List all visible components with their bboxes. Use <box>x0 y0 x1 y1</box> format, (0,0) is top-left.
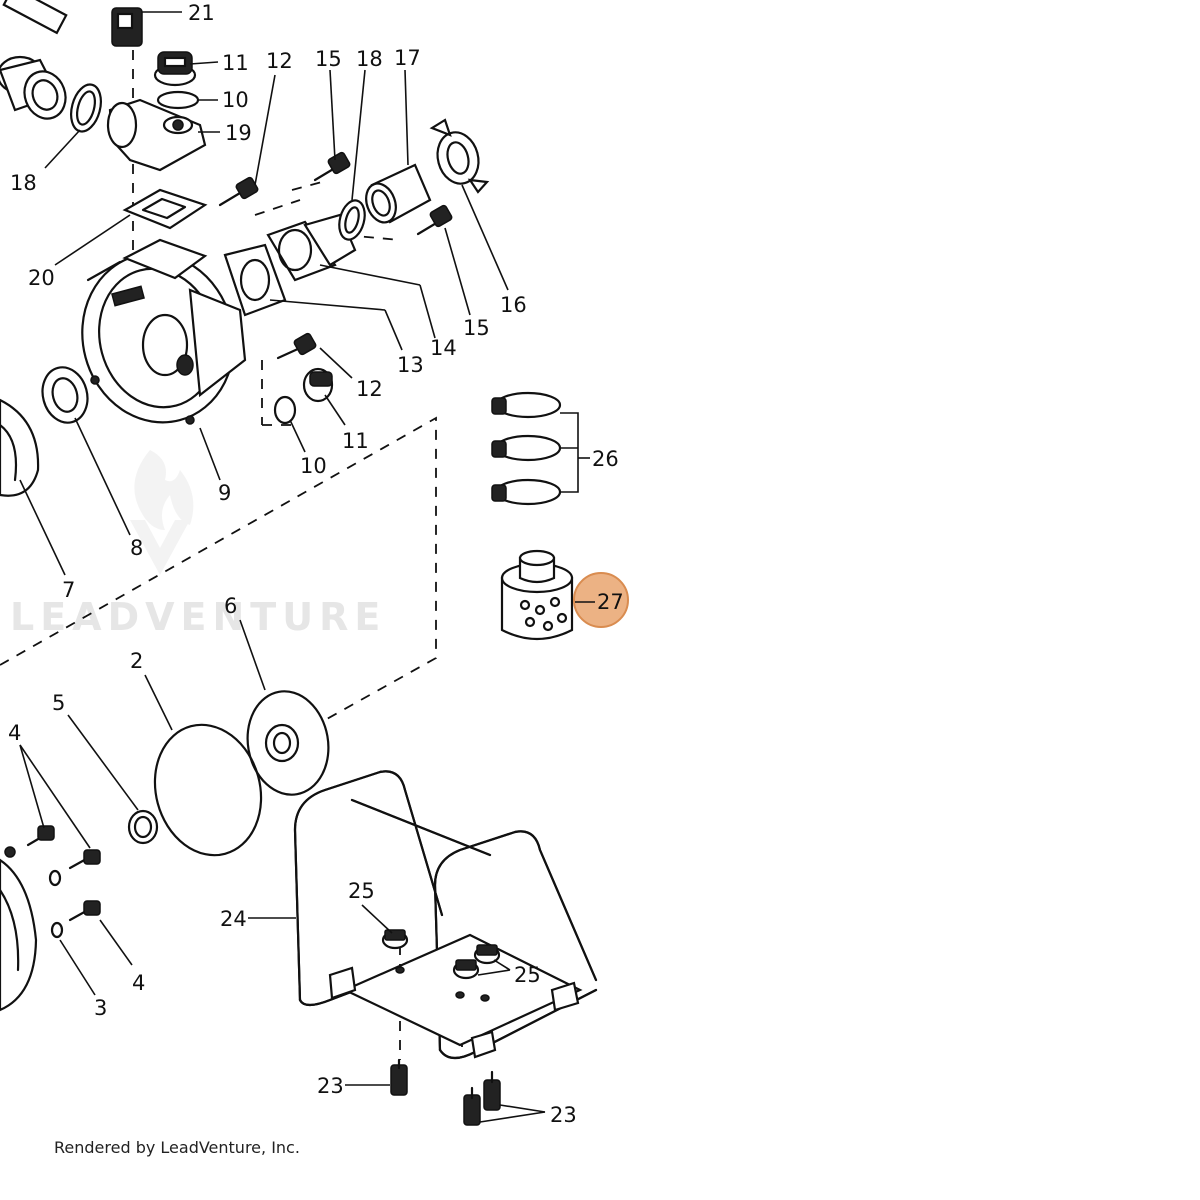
washer-3 <box>48 869 64 939</box>
credit-text: Rendered by LeadVenture, Inc. <box>54 1138 300 1157</box>
drain-plug-5 <box>127 809 159 845</box>
callout-20: 20 <box>28 266 55 290</box>
callout-23-left: 23 <box>317 1074 344 1098</box>
gasket-20 <box>122 188 208 230</box>
callout-10-top: 10 <box>222 88 249 112</box>
callout-24: 24 <box>220 907 247 931</box>
callout-25-left: 25 <box>348 879 375 903</box>
wing-nut-16 <box>429 118 490 194</box>
callout-19: 19 <box>225 121 252 145</box>
bolt-4-c <box>68 900 101 922</box>
callout-14: 14 <box>430 336 457 360</box>
callout-15-top: 15 <box>315 47 342 71</box>
pump-cover <box>0 846 38 1012</box>
callout-12-mid: 12 <box>356 377 383 401</box>
watermark-text: LEADVENTURE <box>10 595 386 639</box>
callout-11-top: 11 <box>222 51 249 75</box>
impeller-6 <box>246 690 330 796</box>
nuts-25 <box>381 929 501 1002</box>
callout-17: 17 <box>394 46 421 70</box>
bolt-15-bottom <box>416 204 453 236</box>
gasket-ring-18-right <box>338 199 366 241</box>
oring-10-mid <box>273 395 297 425</box>
callout-18-left: 18 <box>10 171 37 195</box>
gasket-ring-18-left <box>70 83 102 133</box>
fitting-21 <box>111 7 143 47</box>
callout-10-mid: 10 <box>300 454 327 478</box>
callout-27: 27 <box>597 590 624 614</box>
callout-labels: 21 11 10 19 12 15 18 17 16 18 20 15 14 1… <box>8 1 624 1127</box>
alignment-lines <box>0 12 463 1060</box>
callout-3: 3 <box>94 996 107 1020</box>
callout-11-mid: 11 <box>342 429 369 453</box>
callout-5: 5 <box>52 691 65 715</box>
callout-15-bottom: 15 <box>463 316 490 340</box>
highlight-marker[interactable] <box>573 572 629 628</box>
bolt-4-a <box>26 825 55 847</box>
callout-4-top: 4 <box>8 721 21 745</box>
shaft-part <box>2 0 68 35</box>
callout-23-right: 23 <box>550 1103 577 1127</box>
frame-24 <box>293 770 598 1060</box>
gasket-13 <box>223 243 287 317</box>
callout-18-top: 18 <box>356 47 383 71</box>
leader-lines <box>19 11 595 1123</box>
bolt-12-top <box>218 176 259 207</box>
watermark-logo <box>130 450 194 575</box>
callout-7: 7 <box>62 578 75 602</box>
impeller-housing-7 <box>0 398 40 497</box>
callout-4-bottom: 4 <box>132 971 145 995</box>
callout-13: 13 <box>397 353 424 377</box>
bolt-12-mid <box>276 332 317 360</box>
hose-clamps-26 <box>491 391 562 506</box>
pump-housing-9 <box>81 238 247 425</box>
bolts-23 <box>390 1058 501 1126</box>
callout-16: 16 <box>500 293 527 317</box>
callout-12-top: 12 <box>266 49 293 73</box>
seal-8 <box>41 366 89 424</box>
bolt-4-b <box>68 849 101 870</box>
callout-26: 26 <box>592 447 619 471</box>
callout-2: 2 <box>130 649 143 673</box>
plug-11-mid <box>302 367 334 403</box>
hose-nipple-17 <box>365 163 432 224</box>
plug-11-top <box>153 51 197 87</box>
outlet-elbow-19 <box>106 98 207 172</box>
callout-6: 6 <box>224 594 237 618</box>
callout-9: 9 <box>218 481 231 505</box>
callout-21: 21 <box>188 1 215 25</box>
callout-8: 8 <box>130 536 143 560</box>
oring-2 <box>153 723 263 857</box>
oring-10-top <box>156 90 200 110</box>
strainer-27 <box>500 549 574 640</box>
bolt-15-top <box>313 151 351 182</box>
hose-nipple-left <box>0 55 67 120</box>
callout-25-right: 25 <box>514 963 541 987</box>
